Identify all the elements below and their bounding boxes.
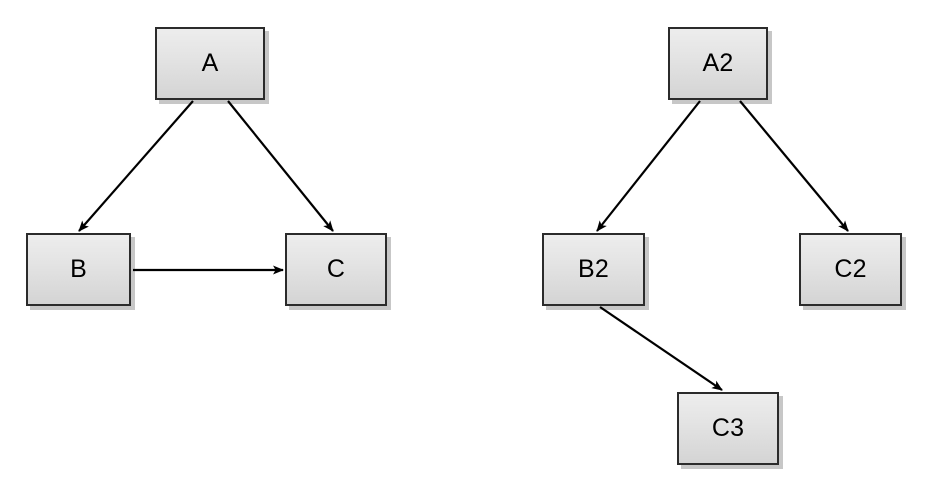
edge-a2-to-b2 <box>596 100 701 232</box>
node-c[interactable]: C <box>285 233 387 306</box>
node-a[interactable]: A <box>155 27 265 100</box>
edge-a-to-c <box>227 100 334 232</box>
node-a2-label: A2 <box>702 49 734 77</box>
node-b2[interactable]: B2 <box>542 233 645 306</box>
node-a2[interactable]: A2 <box>668 27 768 100</box>
node-c2-label: C2 <box>834 255 867 283</box>
edge-a2-to-c2 <box>739 100 849 232</box>
node-a-label: A <box>201 49 219 77</box>
edge-a-to-b <box>78 100 194 232</box>
node-b2-label: B2 <box>578 255 609 283</box>
node-c3[interactable]: C3 <box>677 392 779 465</box>
node-c-label: C <box>326 255 346 283</box>
node-b-label: B <box>70 255 87 283</box>
node-b[interactable]: B <box>26 233 131 306</box>
node-c3-label: C3 <box>711 414 745 442</box>
edge-b2-to-c3 <box>599 306 723 391</box>
node-c2[interactable]: C2 <box>799 233 902 306</box>
